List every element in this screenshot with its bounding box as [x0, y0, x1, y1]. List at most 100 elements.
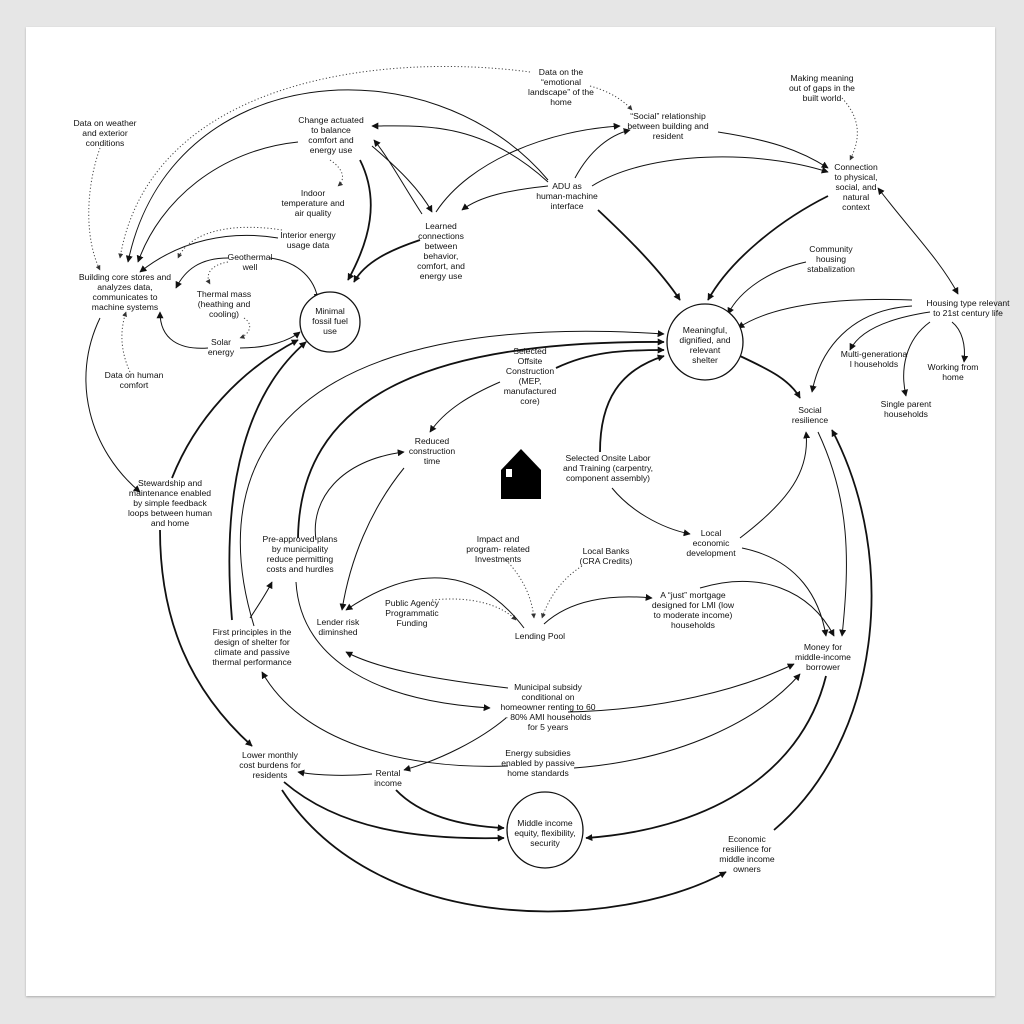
edge-lending-to-just: [543, 593, 653, 625]
node-line: home: [550, 97, 572, 107]
edge-first-to-preapproved: [249, 581, 273, 619]
node-line: relevant: [690, 345, 721, 355]
node-line: ADU as: [552, 181, 582, 191]
node-line: borrower: [806, 662, 840, 672]
node-line: middle-income: [795, 652, 851, 662]
edge-offsite-to-shelter: [555, 346, 665, 369]
node-local-banks: Local Banks(CRA Credits): [579, 546, 632, 566]
edge-adu-to-connection: [591, 156, 829, 187]
edge-core-to-stewardship: [85, 317, 141, 493]
node-line: households: [884, 409, 928, 419]
node-line: use: [323, 326, 337, 336]
node-line: context: [842, 202, 870, 212]
node-line: Selected Onsite Labor: [565, 453, 650, 463]
edge-geothermal-to-thermal: [205, 261, 229, 285]
node-line: resilience for: [723, 844, 772, 854]
edge-rental-to-equity: [395, 789, 505, 832]
node-line: cooling): [209, 309, 239, 319]
node-line: time: [424, 456, 440, 466]
node-line: to physical,: [835, 172, 878, 182]
edge-emotional-to-building-core: [118, 65, 531, 259]
edge-learned-to-change: [373, 139, 423, 215]
node-line: usage data: [287, 240, 330, 250]
node-line: “emotional: [541, 77, 581, 87]
node-line: enabled by passive: [501, 758, 575, 768]
node-line: comfort, and: [417, 261, 465, 271]
node-line: and home: [151, 518, 189, 528]
node-line: dignified, and: [679, 335, 730, 345]
meaningful-shelter-hub: [666, 303, 744, 381]
node-line: Money for: [804, 642, 842, 652]
edge-banks-to-lending: [541, 565, 583, 619]
edge-public-to-lending: [431, 598, 517, 621]
node-line: construction: [409, 446, 456, 456]
edge-emotional-to-social: [589, 85, 633, 111]
edge-lending-to-lender: [345, 577, 525, 629]
node-line: Thermal mass: [197, 289, 251, 299]
node-line: owners: [733, 864, 761, 874]
node-line: designed for LMI (low: [652, 600, 735, 610]
node-line: income: [374, 778, 402, 788]
node-line: Stewardship and: [138, 478, 202, 488]
node-line: out of gaps in the: [789, 83, 855, 93]
node-line: Working from: [928, 362, 979, 372]
node-line: Funding: [396, 618, 427, 628]
edge-interior-to-building-core: [139, 234, 279, 273]
node-line: Change actuated: [298, 115, 364, 125]
node-line: to moderate income): [654, 610, 733, 620]
node-line: reduce permitting: [267, 554, 334, 564]
node-line: Construction: [506, 366, 554, 376]
edge-onsite-to-local-econ: [611, 487, 691, 537]
middle-income-equity-hub: [506, 791, 584, 869]
node-line: human-machine: [536, 191, 598, 201]
edge-social-res-to-money: [817, 431, 847, 637]
edge-adu-to-change: [371, 122, 549, 183]
edge-offsite-to-reduced: [429, 381, 501, 433]
node-line: well: [242, 262, 258, 272]
edge-adu-to-building-core-1: [125, 89, 549, 263]
node-line: energy use: [420, 271, 463, 281]
edge-housing-to-working: [951, 321, 969, 363]
node-line: A “just” mortgage: [660, 590, 726, 600]
node-line: conditions: [86, 138, 125, 148]
node-line: thermal performance: [212, 657, 292, 667]
node-line: manufactured: [504, 386, 557, 396]
node-line: homeowner renting to 60: [500, 702, 595, 712]
edge-solar-to-core: [156, 311, 209, 349]
node-line: (CRA Credits): [579, 556, 632, 566]
edge-human-comfort-to-core: [121, 311, 131, 373]
node-line: temperature and: [281, 198, 344, 208]
node-line: by municipality: [272, 544, 329, 554]
hub-circles: [299, 291, 744, 869]
node-line: residents: [253, 770, 288, 780]
edge-thermal-to-solar: [239, 317, 251, 339]
node-line: air quality: [295, 208, 332, 218]
node-line: interface: [551, 201, 584, 211]
node-line: communicates to: [93, 292, 158, 302]
node-line: Rental: [376, 768, 401, 778]
node-line: Middle income: [517, 818, 573, 828]
edge-community-to-shelter: [727, 261, 807, 315]
node-line: climate and passive: [214, 647, 290, 657]
edge-energy-to-money: [573, 673, 801, 769]
edge-adu-to-learned: [461, 185, 549, 211]
edge-lower-to-equity: [283, 781, 505, 842]
node-lending-pool: Lending Pool: [515, 631, 565, 641]
diagram-edges: [85, 65, 969, 913]
